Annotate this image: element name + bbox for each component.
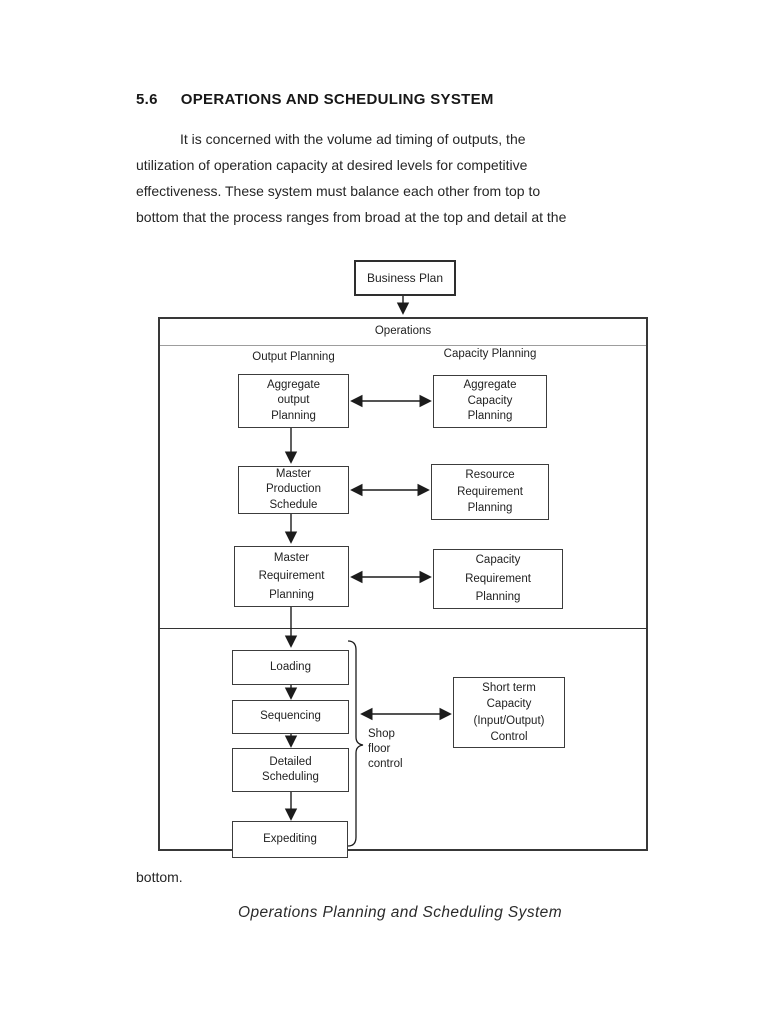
- box-aggregate-capacity-planning: Aggregate Capacity Planning: [433, 375, 547, 428]
- output-planning-label: Output Planning: [252, 351, 335, 363]
- box-master-production-schedule: Master Production Schedule: [238, 466, 349, 514]
- paragraph-line: bottom that the process ranges from broa…: [136, 209, 567, 225]
- planning-execution-divider: [159, 628, 647, 629]
- box-short-term-capacity-control: Short term Capacity (Input/Output) Contr…: [453, 677, 565, 748]
- operations-header-label: Operations: [374, 325, 432, 337]
- box-business-plan: Business Plan: [354, 260, 456, 296]
- capacity-planning-label: Capacity Planning: [443, 348, 537, 360]
- operations-header-divider: [160, 345, 646, 346]
- shop-floor-control-label: Shop floor control: [368, 728, 403, 770]
- figure-caption: Operations Planning and Scheduling Syste…: [238, 904, 563, 921]
- paragraph-line: utilization of operation capacity at des…: [136, 157, 528, 173]
- paragraph-line: It is concerned with the volume ad timin…: [180, 131, 526, 147]
- box-capacity-requirement-planning: Capacity Requirement Planning: [433, 549, 563, 609]
- section-heading: 5.6 OPERATIONS AND SCHEDULING SYSTEM: [136, 91, 494, 108]
- body-paragraph: It is concerned with the volume ad timin…: [136, 126, 688, 230]
- box-expediting: Expediting: [232, 821, 348, 858]
- section-title: OPERATIONS AND SCHEDULING SYSTEM: [180, 91, 494, 108]
- paragraph-line: effectiveness. These system must balance…: [136, 183, 541, 199]
- box-sequencing: Sequencing: [232, 700, 349, 734]
- box-detailed-scheduling: Detailed Scheduling: [232, 748, 349, 792]
- box-loading: Loading: [232, 650, 349, 685]
- box-master-requirement-planning: Master Requirement Planning: [234, 546, 349, 607]
- box-aggregate-output-planning: Aggregate output Planning: [238, 374, 349, 428]
- paragraph-tail: bottom.: [136, 869, 183, 885]
- box-resource-requirement-planning: Resource Requirement Planning: [431, 464, 549, 520]
- section-number: 5.6: [136, 91, 158, 108]
